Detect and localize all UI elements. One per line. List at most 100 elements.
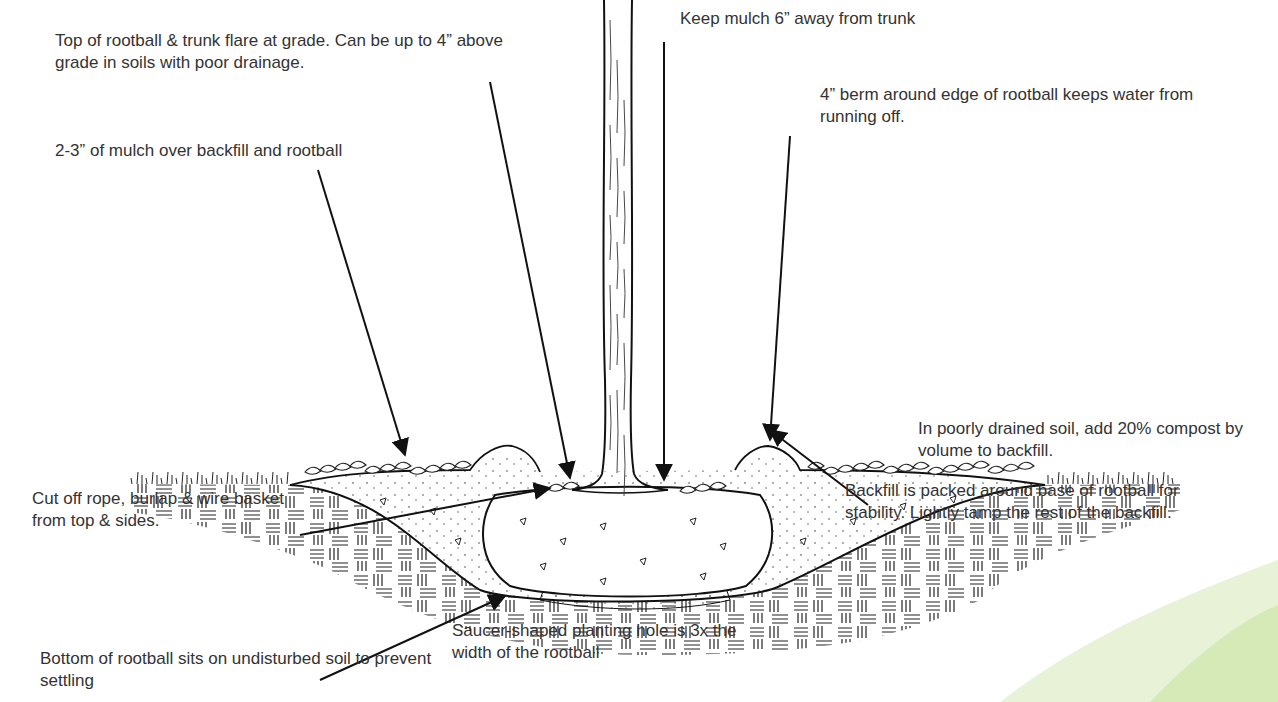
grass-blade xyxy=(172,475,173,484)
trunk-flare xyxy=(572,490,668,493)
mulch-chip xyxy=(380,464,396,471)
bark-line xyxy=(617,390,618,473)
bark-line xyxy=(610,125,611,190)
mulch-chip xyxy=(898,464,914,471)
grass-blade xyxy=(236,478,237,484)
grass-blade xyxy=(167,472,168,484)
leader-line xyxy=(770,136,790,440)
mulch-chip xyxy=(305,467,321,474)
grass-blade xyxy=(227,472,228,484)
grass-blade xyxy=(212,472,213,484)
grass-blade xyxy=(191,478,192,484)
mulch-chip xyxy=(853,463,869,470)
stone xyxy=(600,523,606,530)
stone xyxy=(800,538,806,545)
annotation-text: Bottom of rootball sits on undisturbed s… xyxy=(40,648,460,692)
mulch-chip xyxy=(710,482,726,489)
rootball xyxy=(483,487,772,597)
mulch-chip xyxy=(320,465,336,472)
grass-blade xyxy=(242,472,243,484)
grass-blade xyxy=(266,478,267,484)
leader-line xyxy=(318,170,405,455)
bark-line xyxy=(624,100,625,166)
mulch-chip xyxy=(350,461,366,468)
mulch-chip xyxy=(928,467,944,474)
stone xyxy=(700,573,706,580)
grass-blade xyxy=(152,472,153,484)
berm xyxy=(290,446,540,485)
annotation-text: Saucer-shaped planting hole is 3x the wi… xyxy=(452,620,752,664)
mulch-chip xyxy=(943,465,959,472)
stone xyxy=(600,578,606,585)
mulch-chip xyxy=(883,466,899,473)
stone xyxy=(380,498,386,505)
backfill xyxy=(290,452,1045,601)
grass-blade xyxy=(182,472,183,484)
grass-blade xyxy=(251,478,252,484)
grass-blade xyxy=(257,472,258,484)
grass-blade xyxy=(176,478,177,484)
mulch-chip xyxy=(563,482,579,489)
bark-line xyxy=(610,285,611,370)
annotation-text: Cut off rope, burlap & wire basket from … xyxy=(32,488,322,532)
mulch-chip xyxy=(335,463,351,470)
grass-blade xyxy=(137,472,138,484)
mulch-chip xyxy=(365,466,381,473)
grass-blade xyxy=(142,475,143,484)
leader-line xyxy=(300,488,550,535)
grass-blade xyxy=(221,478,222,484)
mulch-chip xyxy=(988,466,1004,473)
grass-blade xyxy=(146,478,147,484)
grass-blade xyxy=(272,472,273,484)
grass-blade xyxy=(206,478,207,484)
grass-blade xyxy=(131,478,132,484)
annotation-text: Top of rootball & trunk flare at grade. … xyxy=(55,30,525,74)
grass-blade xyxy=(277,475,278,484)
bark-line xyxy=(617,158,618,217)
mulch-chip xyxy=(548,484,564,491)
decor-leaf xyxy=(1000,560,1278,702)
grass-blade xyxy=(202,475,203,484)
grass-blade xyxy=(287,472,288,484)
grass-blade xyxy=(217,475,218,484)
grass-blade xyxy=(161,478,162,484)
grass-blade xyxy=(232,475,233,484)
grass-blade xyxy=(281,478,282,484)
bark-line xyxy=(624,435,625,496)
bark-line xyxy=(624,191,625,244)
stone xyxy=(455,538,461,545)
mulch-chip xyxy=(425,465,441,472)
bark-line xyxy=(624,269,625,318)
trunk xyxy=(631,0,668,490)
annotation-text: In poorly drained soil, add 20% compost … xyxy=(918,418,1263,462)
mulch-chip xyxy=(868,461,884,468)
bark-line xyxy=(617,314,618,365)
stone xyxy=(640,558,646,565)
bark-lines xyxy=(610,20,625,496)
leader-line xyxy=(490,82,570,478)
annotation-text: Keep mulch 6” away from trunk xyxy=(680,8,1040,30)
mulch-chip xyxy=(958,463,974,470)
bark-line xyxy=(610,20,611,100)
planting-hole xyxy=(290,485,1045,602)
grass-blade xyxy=(187,475,188,484)
mulch-chip xyxy=(395,462,411,469)
leader-lines xyxy=(300,42,868,680)
mulch-chip xyxy=(1003,464,1019,471)
mulch-chip xyxy=(680,486,696,493)
grass-blade xyxy=(157,475,158,484)
stone xyxy=(720,543,726,550)
grass-blade xyxy=(247,475,248,484)
bark-line xyxy=(617,60,618,133)
mulch-chip xyxy=(973,461,989,468)
mulch-chip xyxy=(1018,462,1034,469)
trunk xyxy=(572,0,605,490)
annotation-text: 2-3” of mulch over backfill and rootball xyxy=(55,140,475,162)
leader-line xyxy=(663,42,665,480)
bark-line xyxy=(624,343,625,410)
grass-blade xyxy=(197,472,198,484)
mulch-chip xyxy=(440,463,456,470)
decor-leaf xyxy=(1150,605,1278,702)
